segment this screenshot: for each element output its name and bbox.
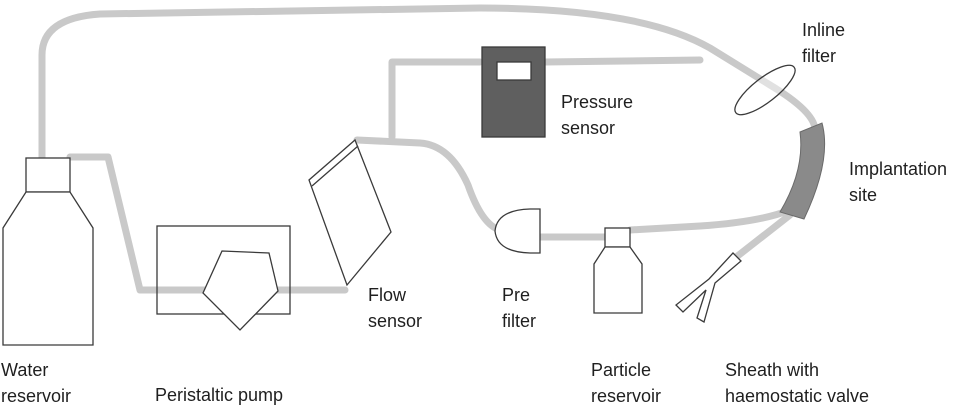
water-reservoir-label: Water reservoir: [1, 360, 72, 406]
particle-reservoir-cap: [604, 227, 631, 248]
sheath: [675, 252, 742, 323]
water-reservoir-cap: [25, 157, 71, 193]
pressure-sensor-display: [496, 61, 532, 81]
pressure-sensor-label: Pressure sensor: [561, 92, 634, 138]
flow-sensor-body: [308, 138, 392, 287]
implantation-site: [779, 122, 826, 220]
inline-filter: [734, 64, 796, 116]
pressure-to-filter-tube: [541, 56, 704, 66]
implantation-site-label: Implantation site: [849, 159, 948, 205]
inline-filter-label: Inline filter: [802, 20, 846, 66]
water-reservoir: [2, 157, 94, 346]
particle-reservoir-label: Particle reservoir: [591, 360, 662, 406]
sheath-tube: [731, 211, 794, 262]
water-reservoir-bottle: [2, 191, 94, 346]
flow-sensor-to-pre-filter-tube: [353, 136, 504, 234]
pressure-sensor: [481, 46, 546, 138]
pressure-sensor-body: [481, 46, 546, 138]
return-tube: [38, 4, 819, 164]
pre-filter: [494, 208, 541, 254]
particle-to-site-tube: [626, 206, 794, 234]
flow-sensor: [308, 138, 392, 287]
pump-rotor: [202, 250, 279, 331]
peristaltic-pump: [156, 225, 291, 331]
sheath-body: [675, 252, 742, 323]
flow-sensor-label: Flow sensor: [368, 285, 423, 331]
particle-reservoir: [593, 227, 643, 314]
pre-filter-label: Pre filter: [502, 285, 537, 331]
reservoir-to-pump-tube: [66, 153, 209, 294]
flow-sensor-divider: [311, 145, 359, 187]
pressure-branch-tube: [388, 58, 484, 141]
peristaltic-pump-label: Peristaltic pump: [155, 385, 284, 405]
tubing: [38, 4, 819, 294]
particle-reservoir-bottle: [593, 246, 643, 314]
sheath-label: Sheath with haemostatic valve: [725, 360, 870, 406]
